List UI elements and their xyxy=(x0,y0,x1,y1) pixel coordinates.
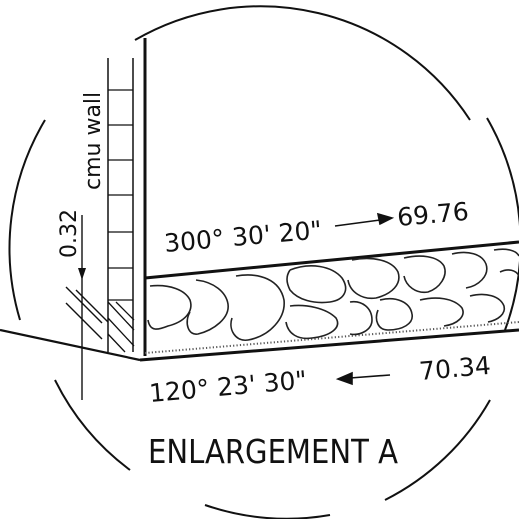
lower-edge-line xyxy=(139,328,519,362)
upper-bearing-label: 300° 30' 20" xyxy=(163,215,323,258)
wall-label: cmu wall xyxy=(81,92,106,190)
offset-label: 0.32 xyxy=(57,209,82,258)
upper-distance-label: 69.76 xyxy=(396,197,470,232)
lower-bearing-label: 120° 23' 30" xyxy=(148,365,308,408)
stone-paving-pattern xyxy=(147,248,519,341)
lower-distance-label: 70.34 xyxy=(418,351,492,386)
offset-dimension xyxy=(65,215,109,400)
cmu-wall xyxy=(107,38,147,356)
upper-edge-line xyxy=(144,240,519,280)
enlargement-circle xyxy=(8,5,519,519)
stippled-edge xyxy=(144,321,519,354)
enlargement-title: ENLARGEMENT A xyxy=(148,432,398,471)
lower-direction-arrow xyxy=(335,371,391,386)
lower-boundary-line xyxy=(0,328,141,362)
upper-direction-arrow xyxy=(334,212,395,227)
